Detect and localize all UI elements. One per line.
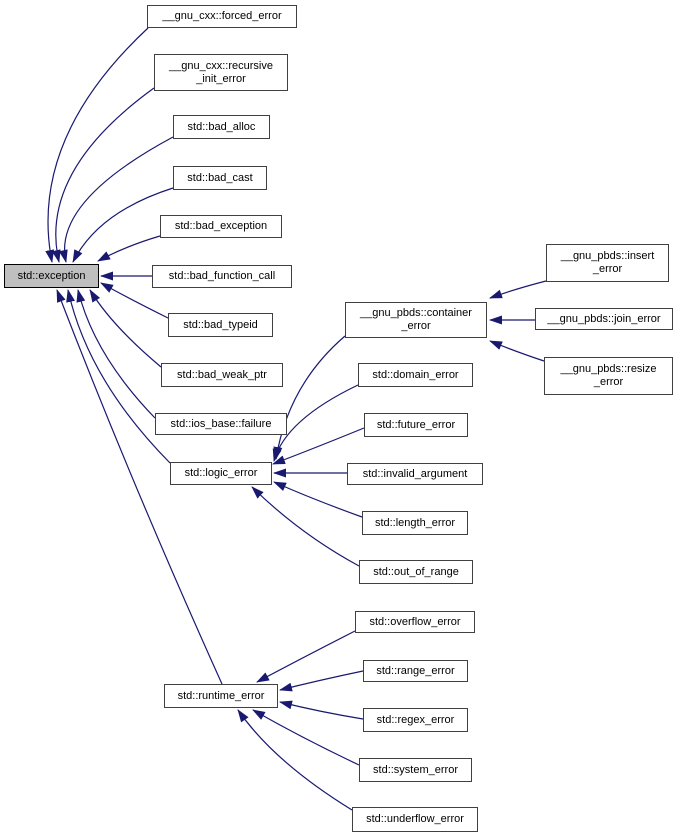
node-std-regex-error[interactable]: std::regex_error xyxy=(363,708,468,732)
node-std-domain-error[interactable]: std::domain_error xyxy=(358,363,473,387)
node-std-runtime-error[interactable]: std::runtime_error xyxy=(164,684,278,708)
node-label: _error xyxy=(593,376,624,388)
node-std-logic-error[interactable]: std::logic_error xyxy=(170,462,272,485)
node-std-invalid-argument[interactable]: std::invalid_argument xyxy=(347,463,483,485)
node-std-overflow-error[interactable]: std::overflow_error xyxy=(355,611,475,633)
node-label: std::length_error xyxy=(374,516,456,529)
node-label: std::logic_error xyxy=(184,467,258,479)
node-label: std::runtime_error xyxy=(177,689,265,702)
node-std-bad-alloc[interactable]: std::bad_alloc xyxy=(173,115,270,139)
edge-std-regex-error-to-std-runtime-error xyxy=(279,700,364,720)
node-label: std::regex_error xyxy=(376,713,455,726)
node-gnu-cxx-recursive-init-error[interactable]: __gnu_cxx::recursive_init_error xyxy=(154,54,288,91)
node-label: std::out_of_range xyxy=(373,565,459,578)
node-std-length-error[interactable]: std::length_error xyxy=(362,511,468,535)
node-std-range-error[interactable]: std::range_error xyxy=(363,660,468,682)
edge-std-bad-cast-to-std-exception xyxy=(72,187,174,263)
node-label: _error xyxy=(592,263,623,275)
node-std-bad-cast[interactable]: std::bad_cast xyxy=(173,166,267,190)
edge-std-future-error-to-std-logic-error xyxy=(272,427,365,465)
node-std-out-of-range[interactable]: std::out_of_range xyxy=(359,560,473,584)
node-label: __gnu_cxx::recursive xyxy=(169,59,273,72)
node-gnu-pbds-container-error[interactable]: __gnu_pbds::container_error xyxy=(345,302,487,338)
node-label: _error xyxy=(401,320,431,332)
node-std-system-error[interactable]: std::system_error xyxy=(359,758,472,782)
node-label: __gnu_pbds::container xyxy=(360,307,472,319)
node-label: std::bad_cast xyxy=(187,171,253,184)
node-label: std::bad_typeid xyxy=(183,318,258,331)
edge-std-logic-error-to-std-exception xyxy=(66,289,171,464)
node-label: std::future_error xyxy=(376,418,456,431)
edge-std-range-error-to-std-runtime-error xyxy=(279,670,364,692)
edge-std-system-error-to-std-runtime-error xyxy=(252,709,360,766)
edge-gnu-pbds-insert-error-to-gnu-pbds-container-error xyxy=(489,280,547,299)
node-label: __gnu_pbds::insert xyxy=(560,250,655,262)
node-std-ios-base-failure[interactable]: std::ios_base::failure xyxy=(155,413,287,435)
edge-std-bad-alloc-to-std-exception xyxy=(58,136,174,263)
node-std-underflow-error[interactable]: std::underflow_error xyxy=(352,807,478,832)
node-std-bad-typeid[interactable]: std::bad_typeid xyxy=(168,313,273,337)
edge-std-bad-exception-to-std-exception xyxy=(97,235,161,262)
edge-std-bad-weak-ptr-to-std-exception xyxy=(89,289,162,368)
node-label: std::domain_error xyxy=(372,368,459,381)
node-gnu-pbds-resize-error[interactable]: __gnu_pbds::resize_error xyxy=(544,357,673,395)
node-label: std::underflow_error xyxy=(366,813,464,825)
node-label: __gnu_pbds::join_error xyxy=(547,312,661,325)
node-label: std::ios_base::failure xyxy=(170,417,272,430)
edge-std-length-error-to-std-logic-error xyxy=(273,481,363,518)
edge-std-domain-error-to-std-logic-error xyxy=(272,384,359,462)
node-label: std::bad_function_call xyxy=(168,270,276,282)
node-label: std::bad_alloc xyxy=(187,120,256,133)
edge-gnu-pbds-container-error-to-std-logic-error xyxy=(273,335,346,460)
node-label: std::bad_weak_ptr xyxy=(177,368,267,381)
edge-std-out-of-range-to-std-logic-error xyxy=(251,486,360,567)
edge-std-bad-typeid-to-std-exception xyxy=(100,282,169,319)
inheritance-edges xyxy=(45,27,547,811)
edge-std-overflow-error-to-std-runtime-error xyxy=(256,630,356,683)
node-gnu-pbds-join-error[interactable]: __gnu_pbds::join_error xyxy=(535,308,673,330)
node-label: std::exception xyxy=(17,269,86,282)
node-label: std::range_error xyxy=(376,664,455,677)
node-std-exception: std::exception xyxy=(4,264,99,288)
node-label: __gnu_cxx::forced_error xyxy=(162,10,282,22)
node-gnu-cxx-forced-error[interactable]: __gnu_cxx::forced_error xyxy=(147,5,297,28)
node-std-bad-weak-ptr[interactable]: std::bad_weak_ptr xyxy=(161,363,283,387)
node-label: std::system_error xyxy=(373,763,458,776)
node-std-bad-function-call[interactable]: std::bad_function_call xyxy=(152,265,292,288)
node-std-bad-exception[interactable]: std::bad_exception xyxy=(160,215,282,238)
node-label: __gnu_pbds::resize xyxy=(560,363,657,375)
node-gnu-pbds-insert-error[interactable]: __gnu_pbds::insert_error xyxy=(546,244,669,282)
edge-std-underflow-error-to-std-runtime-error xyxy=(237,709,353,811)
edge-gnu-pbds-resize-error-to-gnu-pbds-container-error xyxy=(489,340,545,362)
edge-std-ios-base-failure-to-std-exception xyxy=(76,289,156,419)
node-std-future-error[interactable]: std::future_error xyxy=(364,413,468,437)
node-label: std::invalid_argument xyxy=(362,467,468,480)
edge-gnu-cxx-forced-error-to-std-exception xyxy=(45,27,149,263)
edge-std-runtime-error-to-std-exception xyxy=(56,289,223,685)
node-label: std::bad_exception xyxy=(174,220,268,232)
edge-gnu-cxx-recursive-init-error-to-std-exception xyxy=(51,87,155,263)
node-label: std::overflow_error xyxy=(369,615,461,628)
node-label: _init_error xyxy=(196,72,246,85)
